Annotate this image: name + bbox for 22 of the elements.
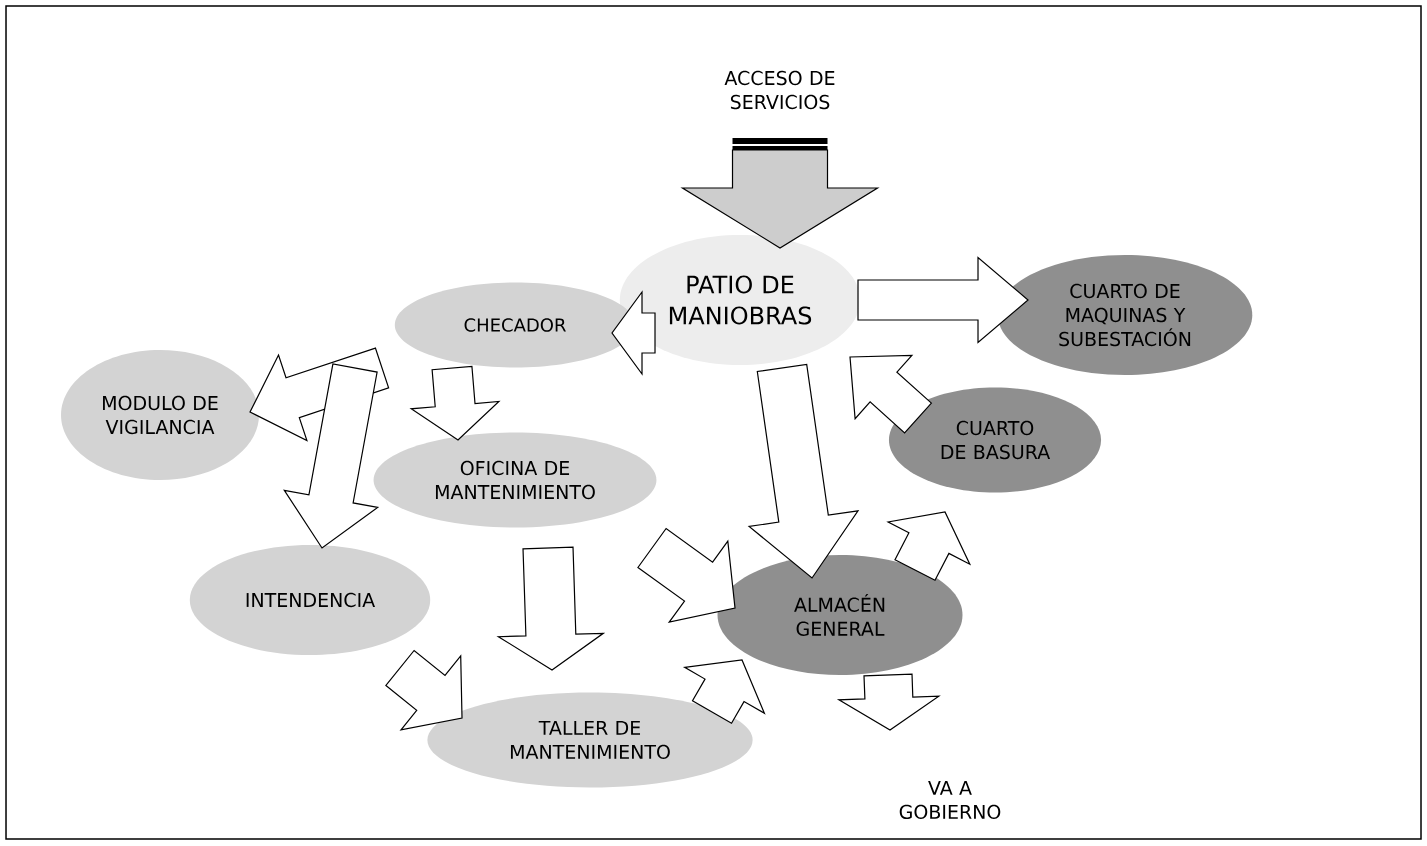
ellipse-node: INTENDENCIA xyxy=(189,545,431,655)
ellipse-node: ALMACÉN GENERAL xyxy=(717,555,963,675)
block-arrow xyxy=(496,546,606,671)
block-arrow xyxy=(409,365,501,441)
ellipse-node: TALLER DE MANTENIMIENTO xyxy=(427,692,753,788)
block-arrow xyxy=(637,527,736,624)
label-text: ACCESO DE SERVICIOS xyxy=(724,70,835,110)
label-text: VA A GOBIERNO xyxy=(899,780,1001,820)
ellipse-node: CHECADOR xyxy=(394,282,636,368)
ellipse-node: PATIO DE MANIOBRAS xyxy=(619,235,861,365)
ellipse-node: CUARTO DE BASURA xyxy=(888,387,1102,493)
block-arrow xyxy=(611,290,656,376)
block-arrow xyxy=(283,363,380,549)
block-arrow xyxy=(836,673,941,731)
ellipse-node: OFICINA DE MANTENIMIENTO xyxy=(373,432,657,528)
block-arrow xyxy=(682,659,766,724)
ellipse-node: CUARTO DE MAQUINAS Y SUBESTACIÓN xyxy=(997,255,1253,375)
block-arrow xyxy=(747,363,860,579)
block-arrow xyxy=(680,138,880,249)
block-arrow xyxy=(385,649,463,731)
ellipse-node: MODULO DE VIGILANCIA xyxy=(61,350,259,480)
block-arrow xyxy=(857,256,1029,344)
